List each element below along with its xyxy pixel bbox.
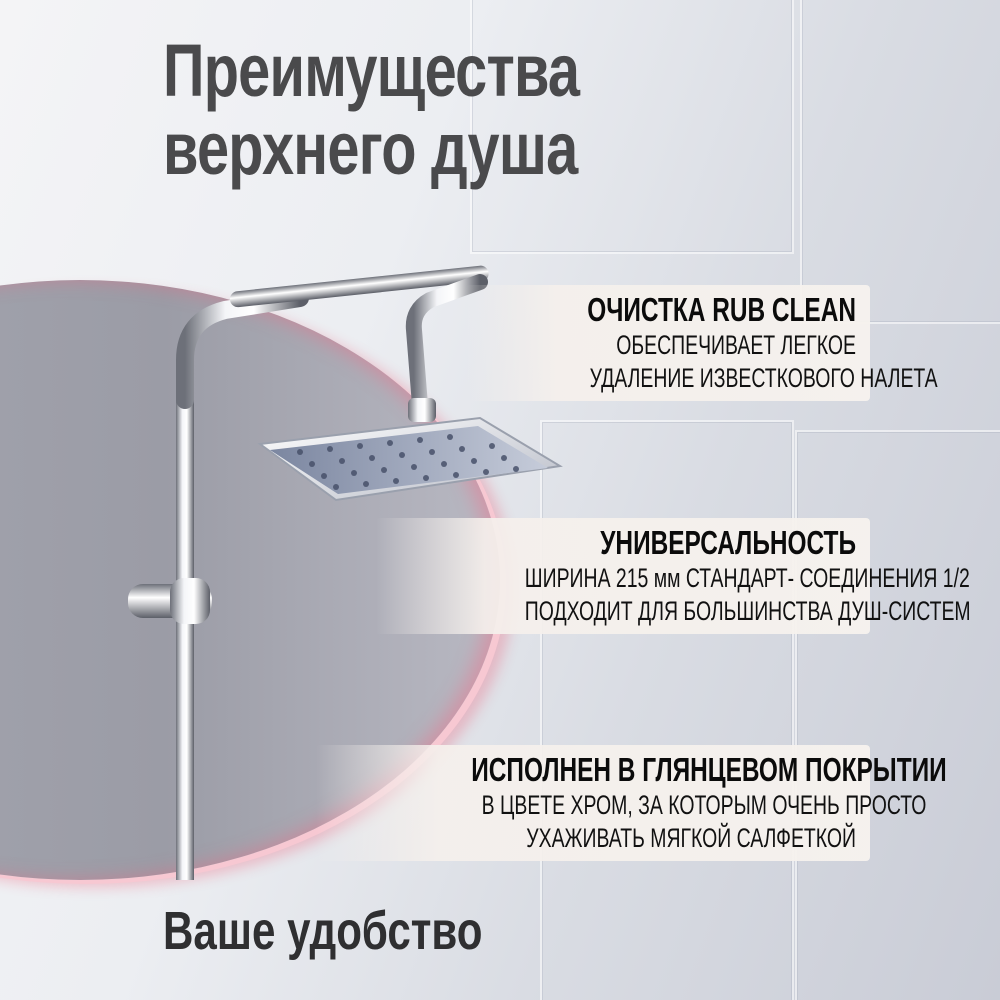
page-title: Преимущества верхнего душа — [163, 29, 580, 190]
feature-line: ОБЕСПЕЧИВАЕТ ЛЕГКОЕ — [616, 330, 856, 360]
title-line-1: Преимущества — [163, 29, 580, 112]
wall-panel — [800, 0, 1000, 324]
feature-callout-rub-clean: ОЧИСТКА RUB CLEAN ОБЕСПЕЧИВАЕТ ЛЕГКОЕ УД… — [466, 285, 938, 401]
feature-heading: ИСПОЛНЕН В ГЛЯНЦЕВОМ ПОКРЫТИИ — [471, 751, 947, 788]
feature-line: В ЦВЕТЕ ХРОМ, ЗА КОТОРЫМ ОЧЕНЬ ПРОСТО — [481, 790, 927, 820]
title-line-2: верхнего душа — [163, 107, 578, 190]
wall-panel — [470, 0, 794, 254]
footer-tagline: Ваше удобство — [163, 901, 483, 961]
feature-callout-glossy: ИСПОЛНЕН В ГЛЯНЦЕВОМ ПОКРЫТИИ В ЦВЕТЕ ХР… — [316, 745, 947, 861]
feature-line: УХАЖИВАТЬ МЯГКОЙ САЛФЕТКОЙ — [526, 823, 856, 853]
feature-line: ПОДХОДИТ ДЛЯ БОЛЬШИНСТВА ДУШ-СИСТЕМ — [524, 596, 971, 626]
wall-panel — [540, 420, 794, 1000]
feature-line: УДАЛЕНИЕ ИЗВЕСТКОВОГО НАЛЕТА — [589, 363, 938, 393]
feature-heading: УНИВЕРСАЛЬНОСТЬ — [600, 524, 856, 561]
feature-heading: ОЧИСТКА RUB CLEAN — [587, 291, 856, 328]
feature-line: ШИРИНА 215 мм СТАНДАРТ- СОЕДИНЕНИЯ 1/2 — [524, 563, 970, 593]
feature-callout-universal: УНИВЕРСАЛЬНОСТЬ ШИРИНА 215 мм СТАНДАРТ- … — [376, 518, 971, 634]
wall-panel — [795, 430, 1000, 1000]
